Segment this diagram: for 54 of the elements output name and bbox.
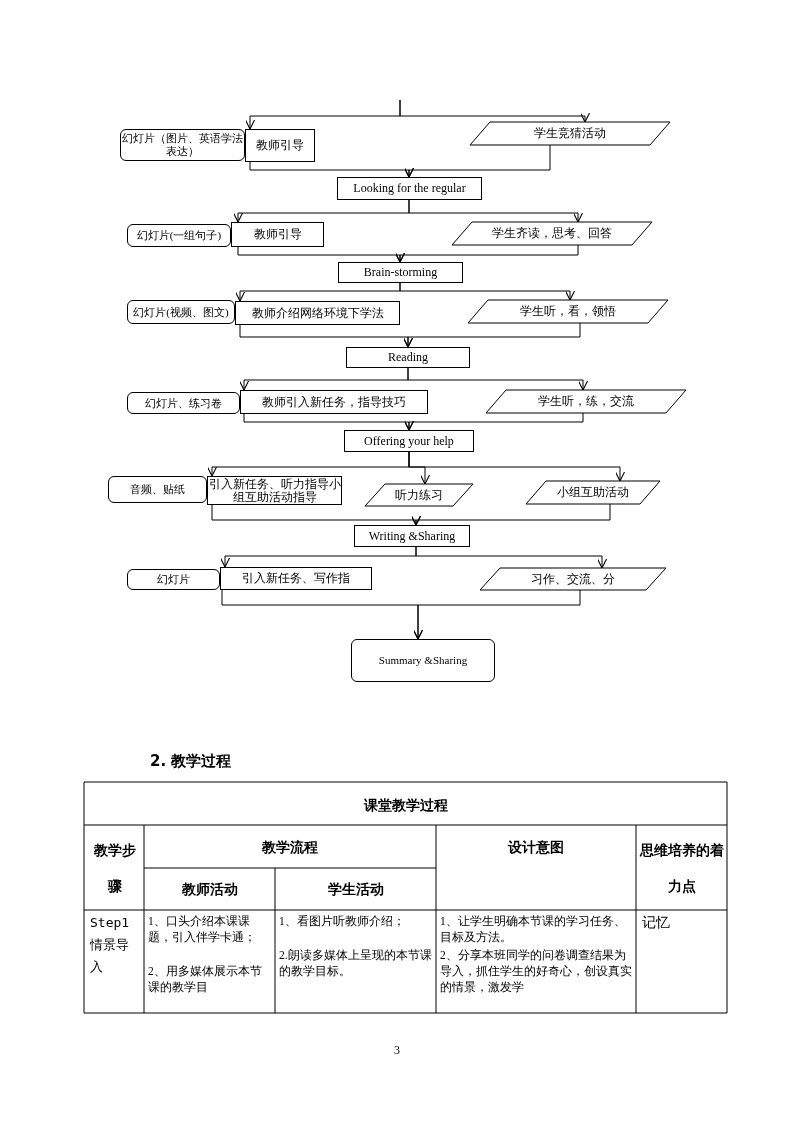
activity-parallelogram: 学生听，练，交流 [486, 390, 686, 413]
process-box: 教师引入新任务，指导技巧 [240, 390, 428, 414]
stage-box: Brain-storming [338, 262, 463, 283]
arrow [407, 367, 589, 391]
slide-box: 幻灯片、练习卷 [127, 392, 240, 414]
stage-box: Looking for the regular [337, 177, 482, 200]
arrow [399, 282, 576, 301]
table-heading: 教学流程 [261, 838, 319, 857]
activity-parallelogram: 小组互助活动 [526, 481, 660, 504]
table-cell-text: 2.朗读多媒体上呈现的本节课的教学目标。 [279, 948, 433, 979]
table-heading: 教学步骤 [93, 841, 137, 896]
process-box: 教师引导 [231, 222, 324, 247]
process-box: 教师引导 [245, 129, 315, 162]
slide-box: 幻灯片（图片、英语学法表达） [120, 129, 245, 161]
arrow [402, 322, 581, 348]
process-box: 引入新任务、写作指 [220, 567, 372, 590]
process-box: 教师介绍网络环境下学法 [235, 301, 400, 325]
arrow [408, 451, 626, 482]
activity-parallelogram: 学生听，看，领悟 [468, 300, 668, 323]
arrow [403, 144, 551, 178]
stage-box: Offering your help [344, 430, 474, 452]
process-box: 引入新任务、听力指导小组互助活动指导 [207, 476, 342, 505]
table-cell-text: 1、看图片听教师介绍； [279, 914, 406, 929]
table-cell-text: 2、用多媒体展示本节课的教学目 [148, 964, 263, 995]
table-heading: 教师活动 [180, 880, 239, 899]
stage-box: Writing &Sharing [354, 525, 470, 547]
stage-box: Reading [346, 347, 470, 368]
table-cell-text: 记忆 [642, 914, 671, 932]
activity-parallelogram: 听力练习 [365, 484, 473, 506]
activity-parallelogram: 习作、交流、分 [480, 568, 666, 590]
table-cell-text: 1、让学生明确本节课的学习任务、目标及方法。 [440, 914, 627, 945]
arrow [415, 546, 608, 569]
stage-box: Summary &Sharing [351, 639, 495, 682]
arrow [408, 199, 584, 223]
table-cell-text: 1、口头介绍本课课题，引入伴学卡通； [148, 914, 257, 945]
arrow [412, 589, 581, 640]
section-heading: 2. 教学过程 [150, 752, 233, 771]
slide-box: 幻灯片 [127, 569, 220, 590]
slide-box: 幻灯片(一组句子) [127, 224, 231, 247]
page-number: 3 [393, 1042, 401, 1059]
slide-box: 幻灯片(视频、图文) [127, 300, 235, 324]
arrow [410, 503, 611, 526]
activity-parallelogram: 学生竞猜活动 [470, 122, 670, 145]
table-heading: 思维培养的着力点 [640, 841, 724, 896]
table-cell-text: 2、分享本班同学的问卷调查结果为导入，抓住学生的好奇心，创设真实的情景，激发学 [440, 948, 633, 995]
activity-parallelogram: 学生齐读，思考、回答 [452, 222, 652, 245]
arrow [403, 412, 584, 431]
arrow [399, 99, 591, 123]
table-heading: 学生活动 [326, 880, 385, 899]
arrow [394, 244, 579, 263]
table-heading: 设计意图 [506, 838, 565, 857]
table-cell-text: Step1 情景导入 [90, 914, 130, 976]
table-heading: 课堂教学过程 [362, 796, 449, 815]
media-box: 音频、贴纸 [108, 476, 207, 503]
